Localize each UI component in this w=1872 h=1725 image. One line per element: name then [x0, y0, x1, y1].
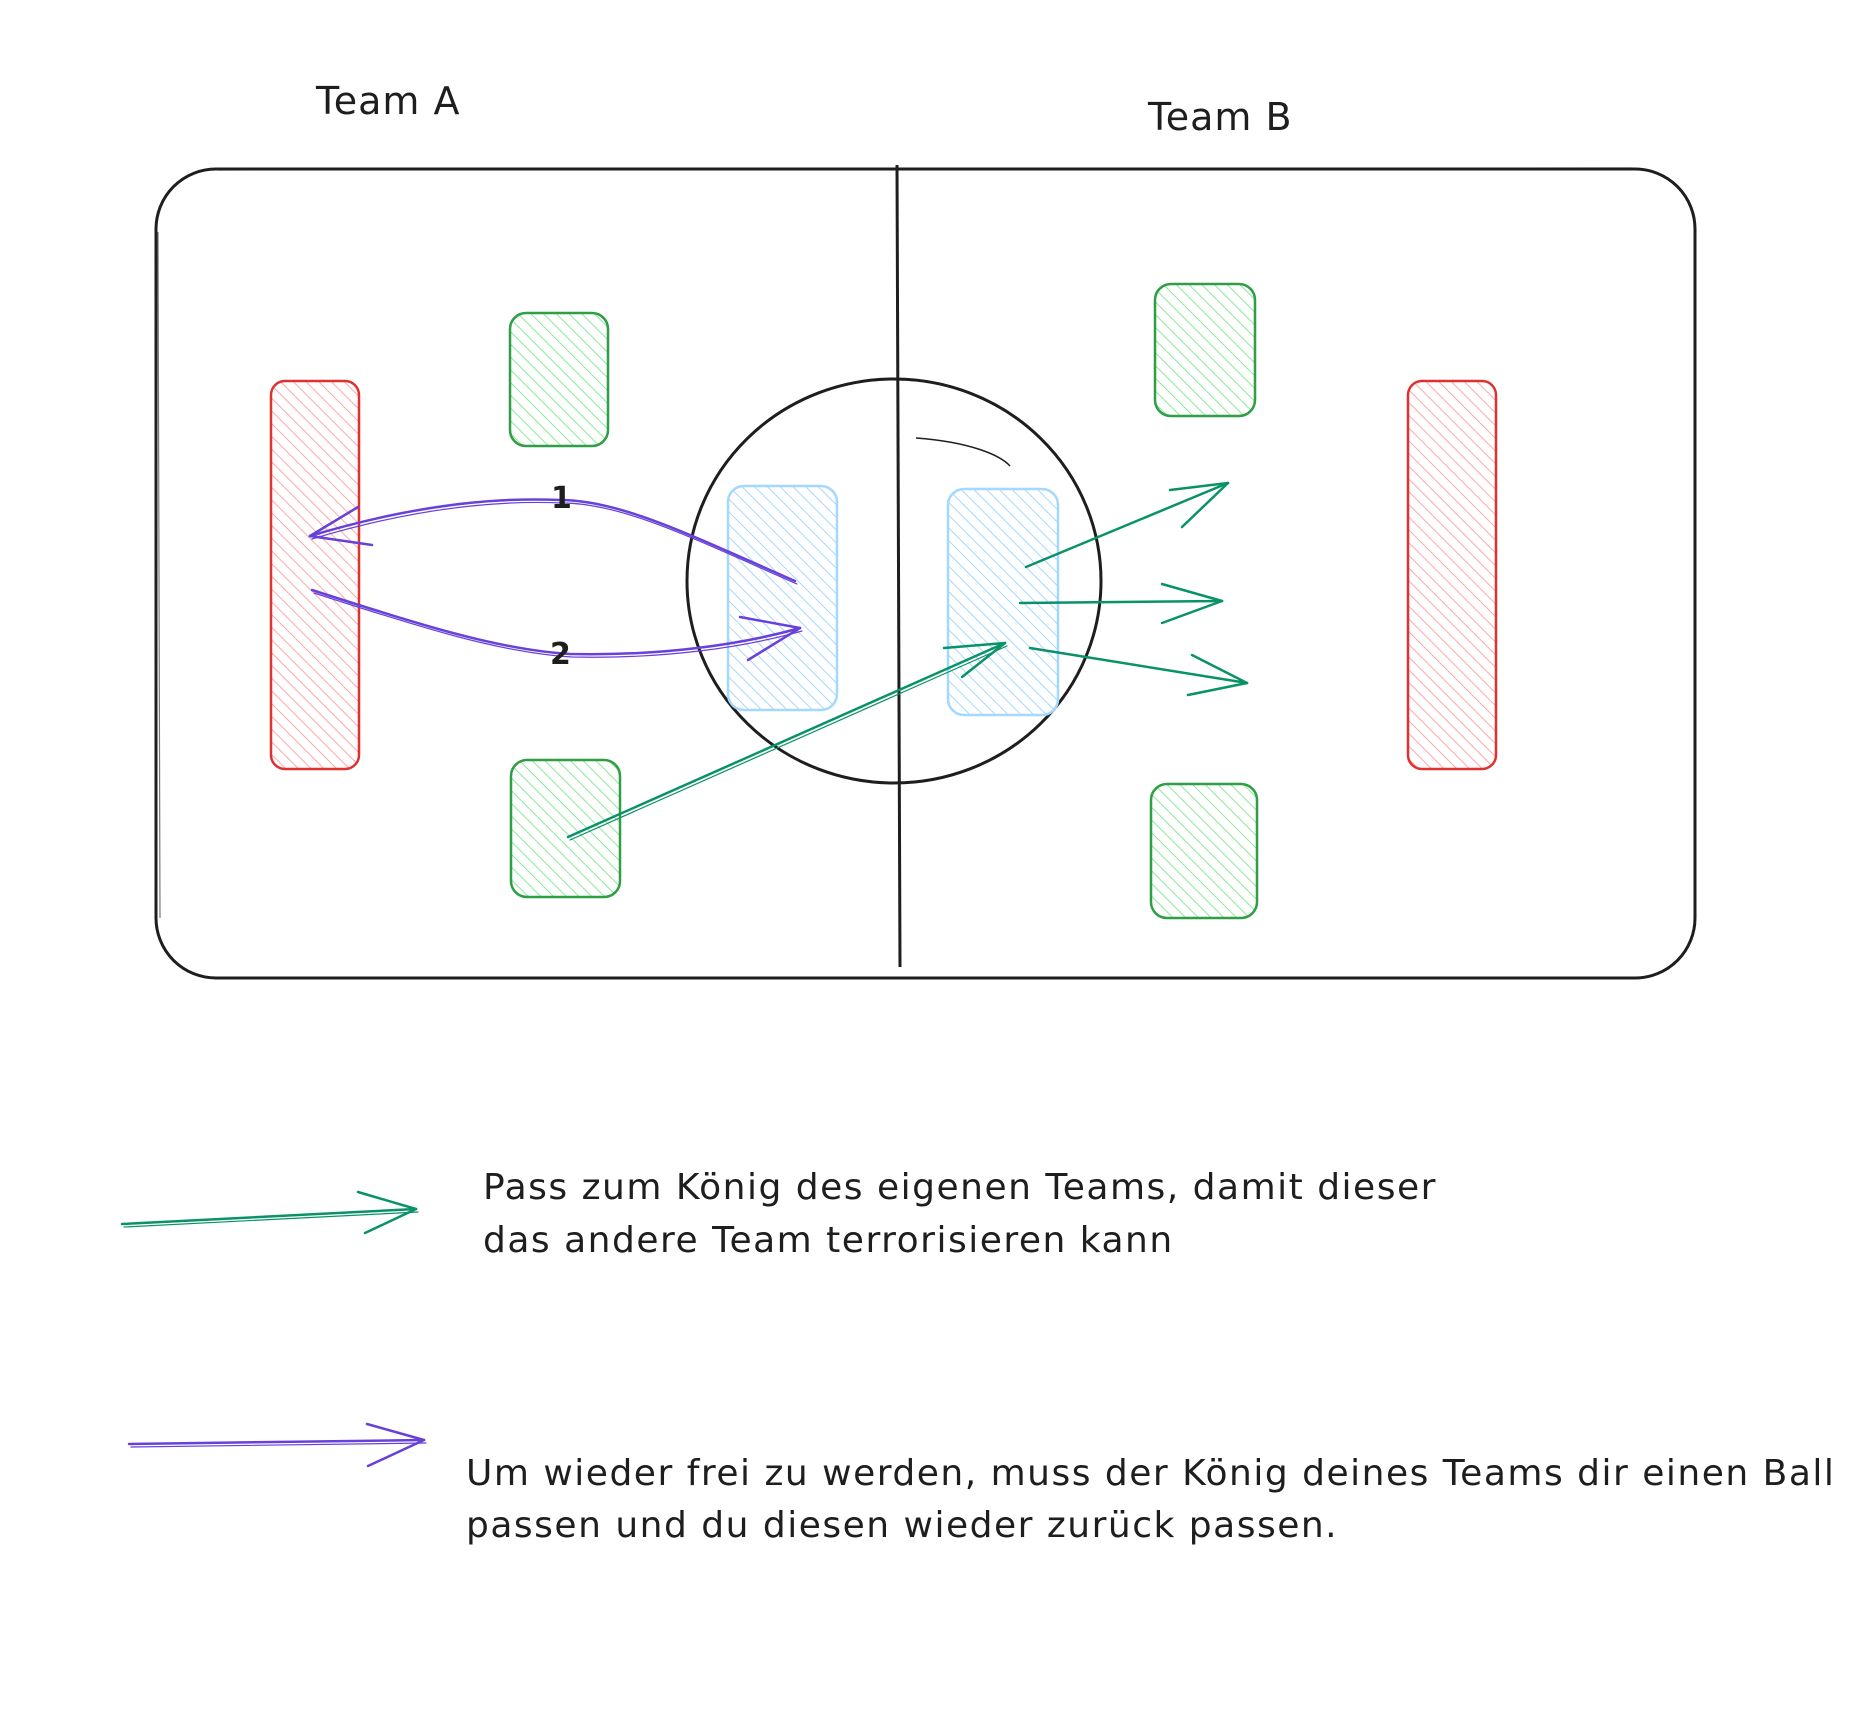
team-b-label: Team B	[1147, 95, 1293, 139]
purple-pass-arrow-2	[310, 588, 803, 662]
center-circle-sketch	[915, 437, 1011, 467]
player-team-a-bottom	[509, 758, 622, 899]
king-zone-team-a	[269, 379, 361, 771]
center-line	[895, 164, 902, 968]
center-box-left	[726, 484, 839, 712]
legend-purple-arrow-icon	[127, 1422, 427, 1468]
center-circle	[685, 377, 1103, 785]
king-zone-team-b	[1406, 379, 1498, 771]
pass-label-2: 2	[550, 637, 571, 672]
legend-green-text-line-2: das andere Team terrorisieren kann	[483, 1220, 1174, 1261]
player-team-b-top	[1153, 282, 1257, 418]
team-a-label: Team A	[315, 79, 461, 123]
player-team-b-bottom	[1149, 782, 1259, 920]
field-outline-sketch	[157, 167, 1633, 919]
purple-pass-arrow-1	[308, 498, 798, 585]
green-king-arrow-middle	[1018, 582, 1224, 625]
legend-green-text-line-1: Pass zum König des eigenen Teams, damit …	[483, 1167, 1437, 1208]
green-king-arrow-top	[1024, 481, 1230, 569]
legend-purple-text-line-2: passen und du diesen wieder zurück passe…	[466, 1505, 1338, 1546]
green-pass-arrow-to-king	[566, 641, 1008, 841]
green-king-arrow-bottom	[1028, 646, 1249, 697]
legend-purple-text-line-1: Um wieder frei zu werden, muss der König…	[466, 1453, 1835, 1494]
player-team-a-top	[508, 311, 610, 448]
legend-green-arrow-icon	[120, 1190, 419, 1235]
pass-label-1: 1	[551, 481, 572, 516]
